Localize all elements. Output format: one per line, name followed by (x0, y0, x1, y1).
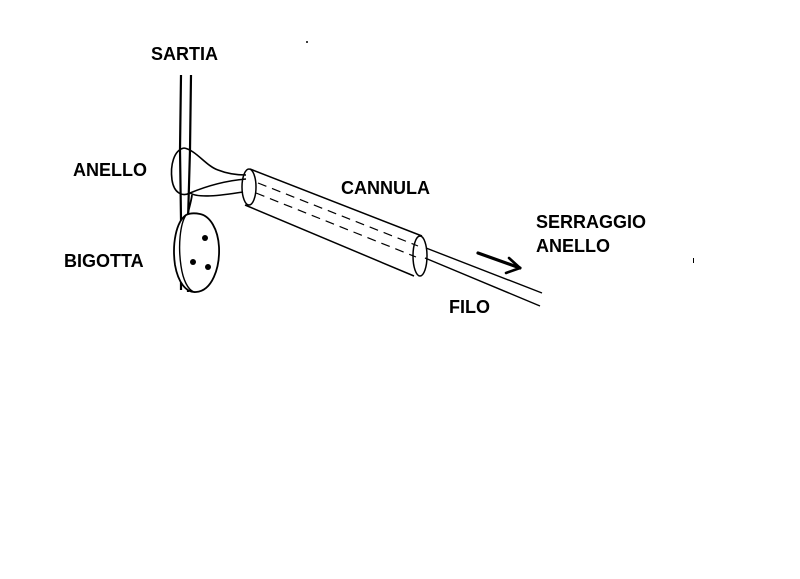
label-anello: ANELLO (73, 160, 147, 180)
deadeye (173, 212, 220, 293)
cannula-hidden-wire-top (257, 182, 419, 247)
tightening-arrow-icon (476, 251, 522, 275)
cannula-bottom-edge (244, 204, 415, 277)
speck (306, 41, 308, 43)
wire-lines (424, 247, 543, 307)
deadeye-hole-top (202, 235, 208, 241)
label-filo: FILO (449, 297, 490, 317)
deadeye-body (173, 212, 220, 293)
wire-line-bottom (424, 257, 541, 307)
label-cannula: CANNULA (341, 178, 430, 198)
label-bigotta: BIGOTTA (64, 251, 144, 271)
ring-loop (170, 147, 247, 196)
deadeye-hole-mid (190, 259, 196, 265)
deadeye-rim (178, 214, 195, 293)
cannula-hidden-wire-bottom (255, 192, 417, 258)
ring-neck (183, 147, 247, 176)
label-sartia: SARTIA (151, 44, 218, 64)
cannula-left-end (241, 168, 257, 206)
cannula-tube (241, 168, 428, 277)
deadeye-hole-bottom (205, 264, 211, 270)
speck (693, 258, 694, 263)
label-serraggio-line1: SERRAGGIO (536, 212, 647, 232)
ring-loop-lower (189, 191, 244, 197)
cannula-top-edge (249, 168, 423, 237)
wire-line-top (425, 247, 543, 294)
label-serraggio-line2: ANELLO (536, 236, 610, 256)
